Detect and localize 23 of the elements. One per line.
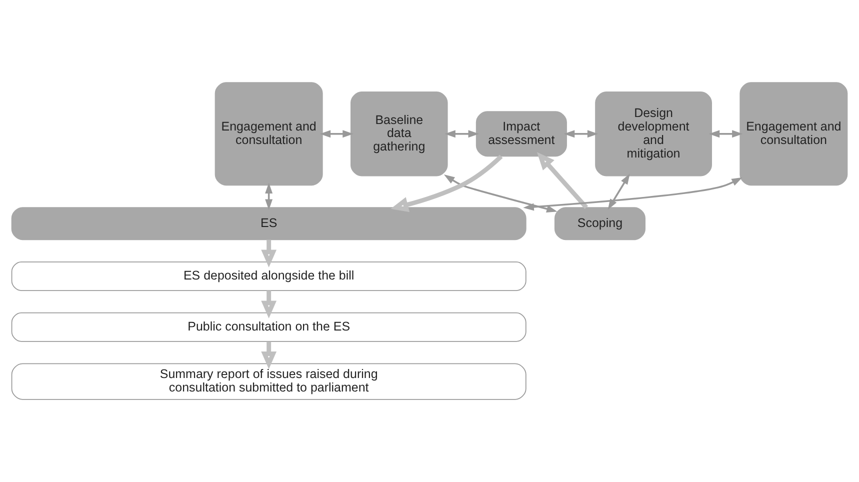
arrow — [608, 174, 630, 210]
node-box: Scoping — [554, 207, 646, 240]
arrow — [265, 182, 273, 210]
node-box: ES — [11, 207, 526, 240]
node-box: Design development and mitigation — [595, 92, 712, 176]
arrow — [261, 240, 277, 268]
node-box: Engagement and consultation — [214, 82, 323, 186]
node-box: Summary report of issues raised during consultation submitted to parliament — [11, 363, 526, 400]
arrow — [523, 177, 742, 211]
node-box: ES deposited alongside the bill — [11, 262, 526, 291]
node-box: Impact assessment — [476, 111, 567, 157]
arrow — [444, 130, 480, 138]
arrow — [708, 130, 743, 138]
arrow — [261, 342, 277, 370]
arrow — [261, 290, 277, 318]
arrow — [320, 130, 354, 138]
node-box: Engagement and consultation — [740, 82, 848, 186]
node-box: Baseline data gathering — [350, 92, 448, 176]
arrow — [536, 152, 588, 209]
arrow — [564, 130, 598, 138]
arrow — [444, 174, 558, 213]
node-box: Public consultation on the ES — [11, 312, 526, 342]
arrow — [390, 154, 503, 212]
